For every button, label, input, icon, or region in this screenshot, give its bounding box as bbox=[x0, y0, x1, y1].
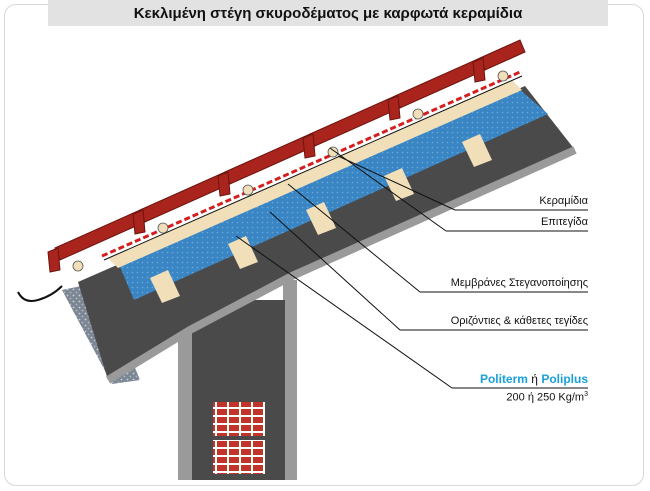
diagram-title: Κεκλιμένη στέγη σκυροδέματος με καρφωτά … bbox=[48, 0, 608, 26]
label-product: Politerm ή Poliplus bbox=[480, 372, 588, 386]
membrane-line bbox=[101, 70, 521, 258]
tile-clips bbox=[72, 70, 509, 272]
label-battens-h-v: Οριζόντιες & κάθετες τεγίδες bbox=[450, 315, 588, 327]
slab-underside-render bbox=[105, 146, 577, 384]
roof-slab-concrete bbox=[78, 86, 575, 380]
density-unit-sup: 3 bbox=[584, 391, 588, 398]
density-text: 200 ή 250 Kg/m bbox=[506, 391, 585, 404]
leader-lines bbox=[235, 147, 588, 389]
wall-render-left bbox=[178, 320, 192, 480]
roof-tiles bbox=[47, 39, 526, 273]
battens-top-layer bbox=[108, 80, 522, 268]
label-membranes: Μεμβράνες Στεγανοποίησης bbox=[450, 277, 588, 289]
product-or: ή bbox=[531, 372, 538, 386]
product-politerm: Politerm bbox=[479, 372, 528, 386]
product-poliplus: Poliplus bbox=[541, 372, 588, 386]
label-tiles: Κεραμίδια bbox=[539, 195, 588, 207]
label-batten: Επιτεγίδα bbox=[540, 216, 588, 228]
insulation-layer bbox=[118, 88, 548, 300]
membrane-line-2 bbox=[103, 75, 523, 261]
brick-block-upper bbox=[213, 402, 265, 436]
wall-render-right bbox=[283, 280, 297, 480]
label-density: 200 ή 250 Kg/m3 bbox=[506, 391, 588, 404]
gutter bbox=[17, 285, 63, 302]
brick-block-lower bbox=[213, 440, 265, 474]
